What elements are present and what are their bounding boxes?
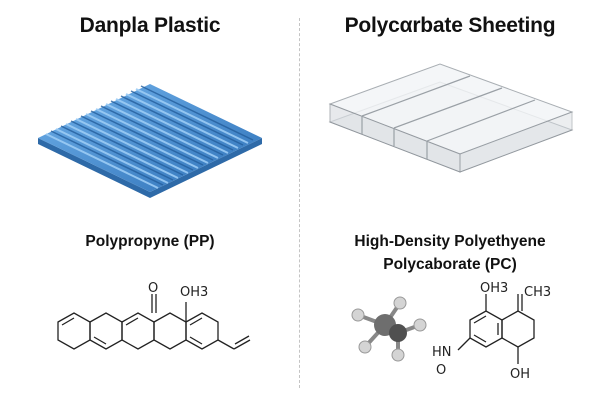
twinwall-sheet-illustration xyxy=(328,63,574,173)
polycarbonate-label: Polycaborate (PC) xyxy=(383,256,517,273)
polypropylene-molecule-diagram: O OH3 xyxy=(57,281,251,350)
o-label: O xyxy=(436,363,446,378)
hdpe-label: High-Density Polyethyene xyxy=(354,233,546,250)
hn-label: HN xyxy=(432,345,452,360)
ball-and-stick-model xyxy=(351,296,427,362)
oh3-label: OH3 xyxy=(480,281,508,296)
polycarbonate-panel: Polycαrbate Sheeting High-Density Polyet… xyxy=(300,0,600,400)
ch3-label: CH3 xyxy=(524,285,551,300)
polycarbonate-molecule-diagram: OH3 CH3 HN O OH xyxy=(432,281,551,382)
corrugated-sheet-illustration xyxy=(38,84,262,198)
polycarbonate-title: Polycαrbate Sheeting xyxy=(344,14,556,37)
oh-label: OH xyxy=(510,367,530,382)
danpla-material-label: Polypropyne (PP) xyxy=(85,233,215,250)
danpla-panel: Danpla Plastic xyxy=(38,14,262,350)
panel-divider xyxy=(299,18,300,388)
danpla-title: Danpla Plastic xyxy=(79,14,221,37)
methyl-label: OH3 xyxy=(180,285,208,300)
carbonyl-label: O xyxy=(148,281,158,296)
